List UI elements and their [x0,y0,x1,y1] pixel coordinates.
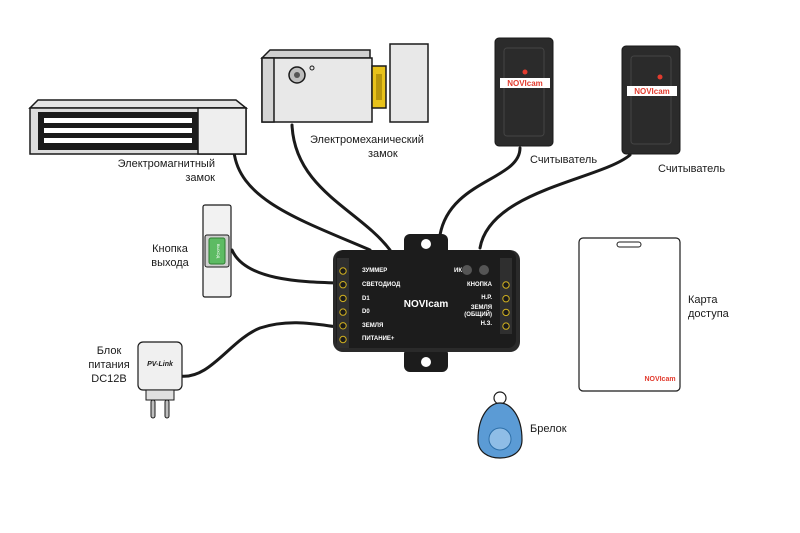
label-electromech-lock: Электромеханический замок [310,133,424,161]
terminal-common-ground: ЗЕМЛЯ (ОБЩИЙ) [464,305,492,318]
cable-reader-1 [438,146,522,237]
reader-2: NOVIcam [621,45,681,155]
keyfob [477,391,523,459]
label-reader-1: Считыватель [530,154,598,166]
terminal-d0: D0 [362,309,370,315]
psu-brand: PV-Link [147,361,174,368]
reader-2-brand: NOVIcam [634,87,670,96]
controller: NOVIcam [333,234,520,372]
cable-psu [178,321,340,378]
electromech-lock [260,43,429,123]
right-terminal-screw [502,281,510,289]
cable-reader-2 [478,153,632,250]
label-magnetic-lock-line2: замок [185,172,215,184]
left-terminal-screw [339,308,347,316]
terminal-ir: ИК [454,268,462,274]
left-terminal-screw [339,322,347,330]
left-terminal-screw [339,267,347,275]
label-psu-line3: DC12В [91,373,127,385]
label-card-line1: Карта [688,294,718,306]
right-terminal-screw [502,308,510,317]
label-magnetic-lock: Электромагнитный замок [80,157,215,185]
exit-button-device: ВЫХОД [202,204,232,298]
terminal-button: КНОПКА [467,282,492,288]
reader-1: NOVIcam [494,37,554,147]
terminal-ground: ЗЕМЛЯ [362,323,384,329]
label-psu-line2: питания [88,359,130,371]
label-exit-button: Кнопка выхода [140,242,200,270]
label-magnetic-lock-line1: Электромагнитный [117,158,215,170]
controller-brand: NOVIcam [404,299,449,310]
cable-electromech-lock [290,123,392,252]
terminal-no: Н.Р. [481,295,492,301]
terminal-power: ПИТАНИЕ+ [362,336,395,342]
label-exit-line2: выхода [151,257,189,269]
label-exit-line1: Кнопка [152,243,188,255]
terminal-buzzer: ЗУММЕР [362,268,388,274]
label-psu-line1: Блок [96,345,122,357]
cables [178,123,632,378]
label-keyfob: Брелок [530,423,567,435]
terminal-d1: D1 [362,296,370,302]
left-terminal-screw [339,294,347,303]
label-reader-2: Считыватель [658,163,726,175]
reader-1-brand: NOVIcam [507,79,543,88]
right-terminal-screw [502,322,510,330]
terminal-nc: Н.З. [480,321,492,327]
access-card: NOVIcam [578,237,681,392]
label-card: Карта доступа [688,293,729,321]
cable-magnetic-lock [232,150,372,252]
card-brand: NOVIcam [644,376,675,383]
exit-button-text: ВЫХОД [216,244,221,259]
label-electromech-line2: замок [368,148,398,160]
left-terminal-screw [339,281,347,289]
power-supply: PV-Link [137,341,183,419]
label-electromech-line1: Электромеханический [310,134,424,146]
right-terminal-screw [502,295,510,303]
label-card-line2: доступа [688,308,729,320]
terminal-led: СВЕТОДИОД [362,282,401,288]
terminal-screws [339,267,510,344]
magnetic-lock [28,99,249,155]
left-terminal-screw [339,335,347,344]
cable-exit-button [230,248,340,285]
label-psu: Блок питания DC12В [84,344,134,386]
